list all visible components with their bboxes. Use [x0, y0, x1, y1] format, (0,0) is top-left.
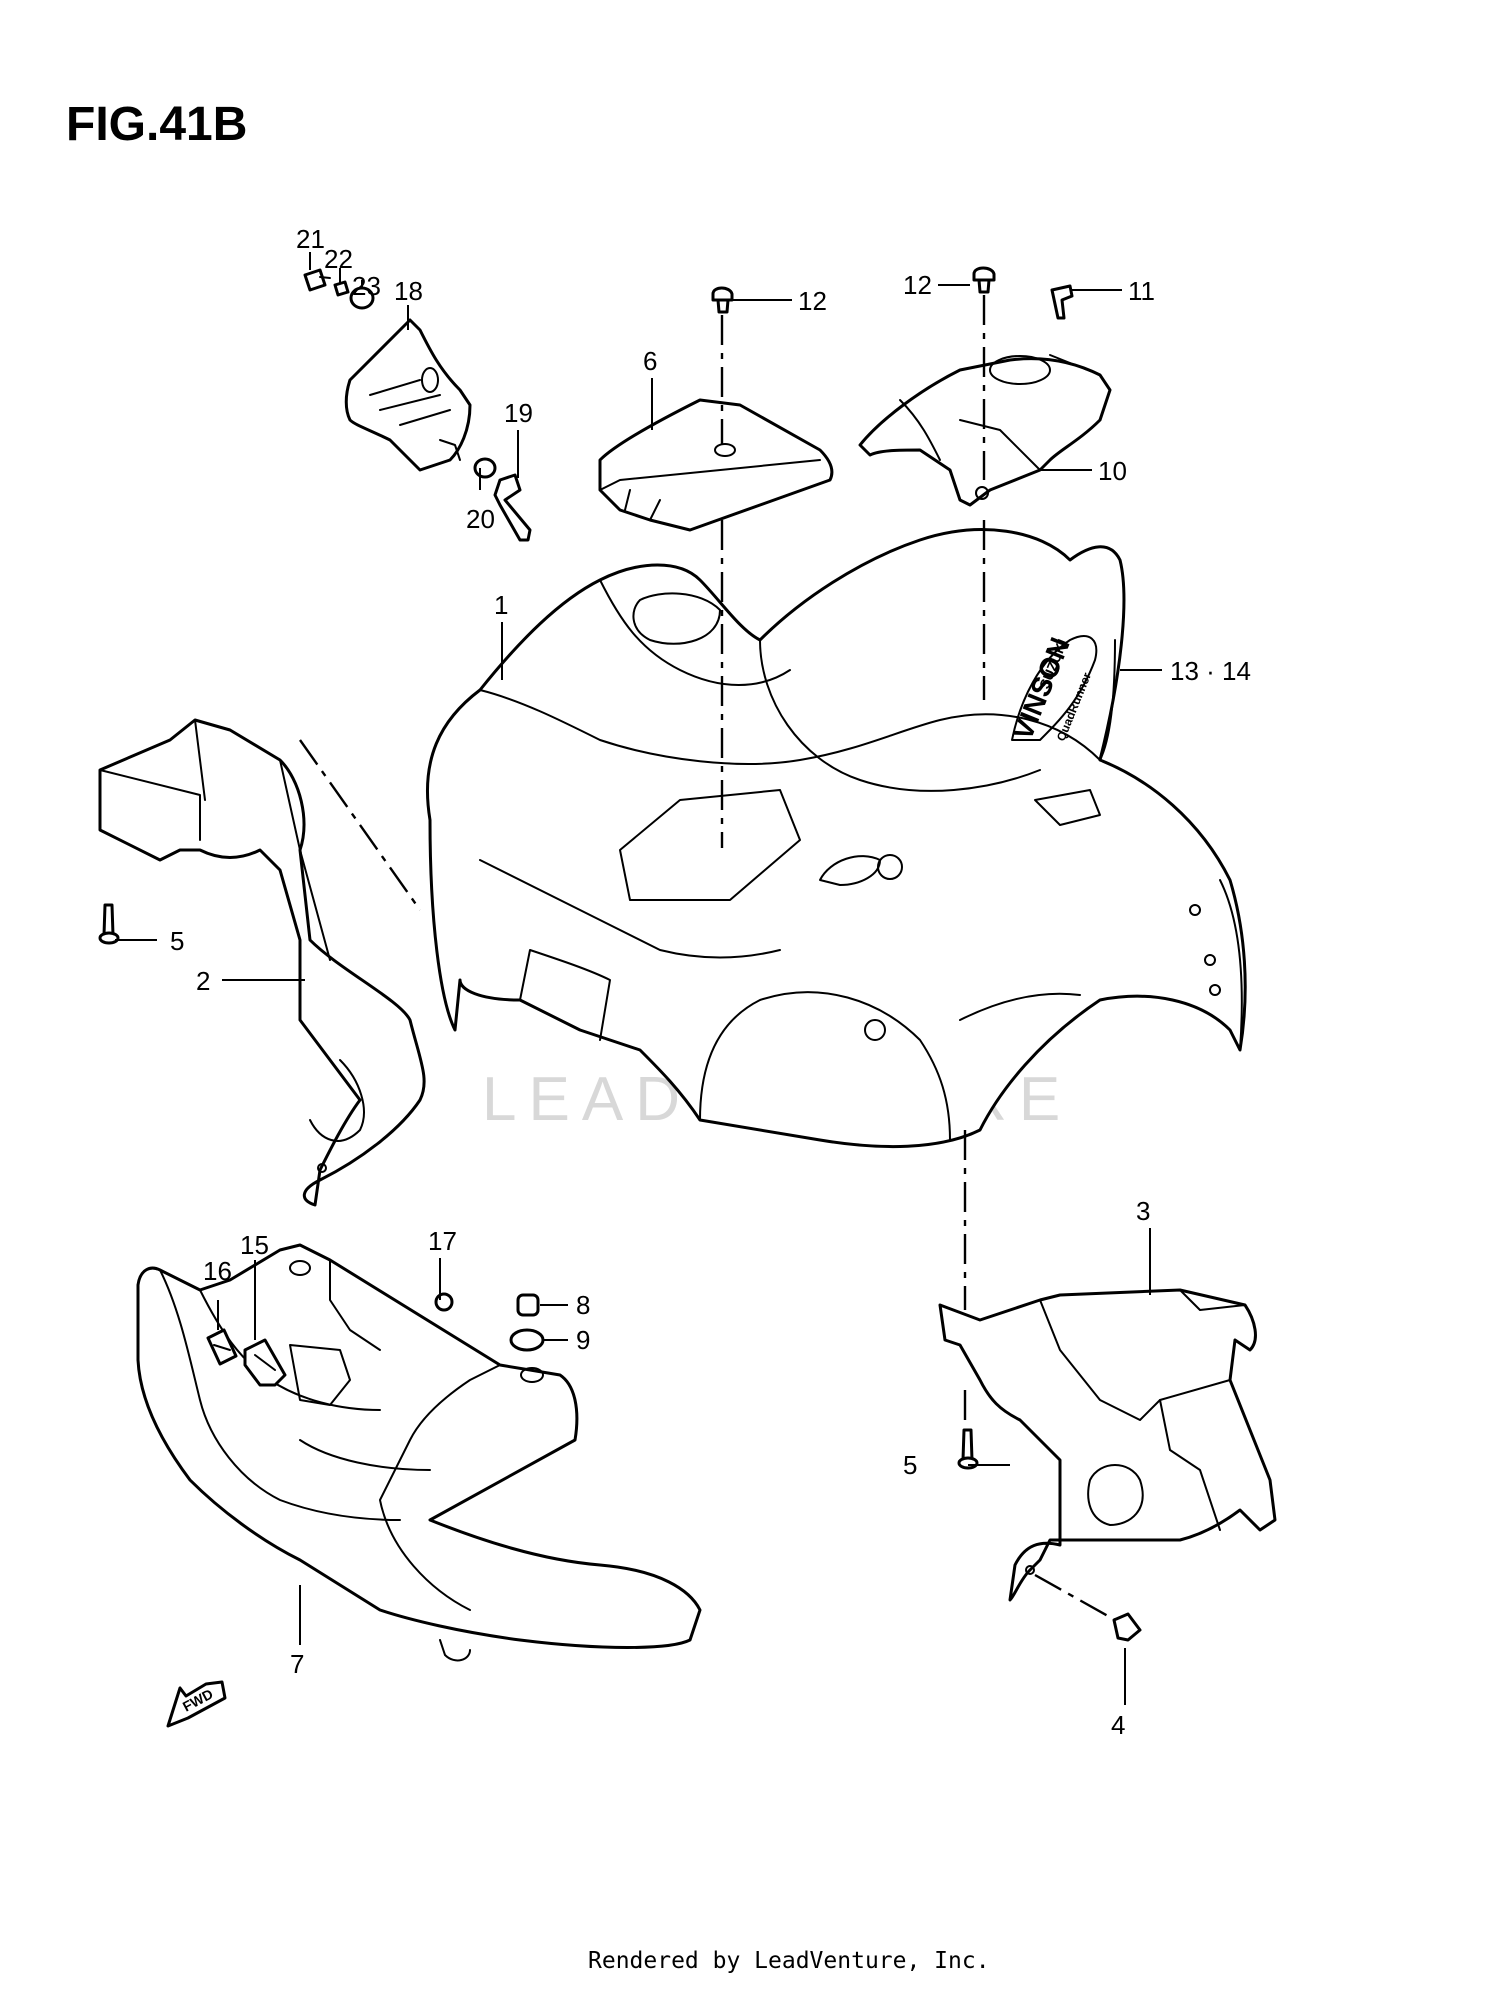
callout-2[interactable]: 2: [196, 966, 210, 996]
callout-8[interactable]: 8: [576, 1290, 590, 1320]
callout-1[interactable]: 1: [494, 590, 508, 620]
fwd-arrow-badge: FWD: [166, 1680, 227, 1728]
part-7-front-guard[interactable]: [136, 1243, 702, 1662]
part-3-right-inner-panel[interactable]: [938, 1288, 1277, 1602]
part-18-bracket[interactable]: [344, 318, 472, 472]
callout-22[interactable]: 22: [324, 244, 353, 274]
callout-13-14[interactable]: 13 · 14: [1170, 656, 1251, 686]
part-2-left-inner-panel[interactable]: [98, 718, 426, 1207]
callout-4[interactable]: 4: [1111, 1710, 1125, 1740]
callout-12-left[interactable]: 12: [798, 286, 827, 316]
part-5-screw-left[interactable]: [98, 903, 120, 945]
leader-lines: [115, 252, 1162, 1705]
part-22-collar[interactable]: [333, 280, 350, 297]
callout-15[interactable]: 15: [240, 1230, 269, 1260]
callout-17[interactable]: 17: [428, 1226, 457, 1256]
part-10-upper-panel[interactable]: [858, 354, 1112, 507]
part-21-bolt[interactable]: [303, 268, 331, 292]
part-17-nut[interactable]: [434, 1292, 454, 1312]
part-5-screw-right[interactable]: [957, 1428, 979, 1470]
part-12-clip-left[interactable]: [711, 286, 734, 314]
callout-20[interactable]: 20: [466, 504, 495, 534]
callout-5-left[interactable]: 5: [170, 926, 184, 956]
part-9-cushion[interactable]: [509, 1328, 545, 1352]
part-11-screw[interactable]: [1050, 284, 1074, 320]
figure-title: FIG.41B: [66, 98, 247, 151]
callout-12-right[interactable]: 12: [903, 270, 932, 300]
callout-16[interactable]: 16: [203, 1256, 232, 1286]
part-8-collar[interactable]: [516, 1293, 540, 1317]
callout-5-right[interactable]: 5: [903, 1450, 917, 1480]
callout-3[interactable]: 3: [1136, 1196, 1150, 1226]
callout-9[interactable]: 9: [576, 1325, 590, 1355]
part-4-bolt[interactable]: [1112, 1612, 1142, 1642]
callout-10[interactable]: 10: [1098, 456, 1127, 486]
part-1-front-fender[interactable]: [425, 528, 1247, 1149]
callout-6[interactable]: 6: [643, 346, 657, 376]
callout-19[interactable]: 19: [504, 398, 533, 428]
part-6-cover-lid[interactable]: [598, 398, 834, 532]
part-19-clip[interactable]: [493, 473, 532, 542]
callout-21[interactable]: 21: [296, 224, 325, 254]
callout-7[interactable]: 7: [290, 1649, 304, 1679]
callout-labels: 1 2 3 4 5 5 6 7 8 9 10 11 12 12 13 · 14 …: [170, 224, 1251, 1740]
callout-11[interactable]: 11: [1128, 276, 1155, 306]
part-12-clip-right[interactable]: [972, 266, 996, 294]
part-16-emblem[interactable]: [206, 1328, 238, 1366]
footer-credit: Rendered by LeadVenture, Inc.: [588, 1948, 990, 1974]
part-15-emblem[interactable]: [243, 1338, 287, 1387]
part-20-grommet[interactable]: [473, 457, 497, 479]
callout-23[interactable]: 23: [352, 271, 381, 301]
callout-18[interactable]: 18: [394, 276, 423, 306]
assembly-center-lines: [299, 295, 1116, 1622]
